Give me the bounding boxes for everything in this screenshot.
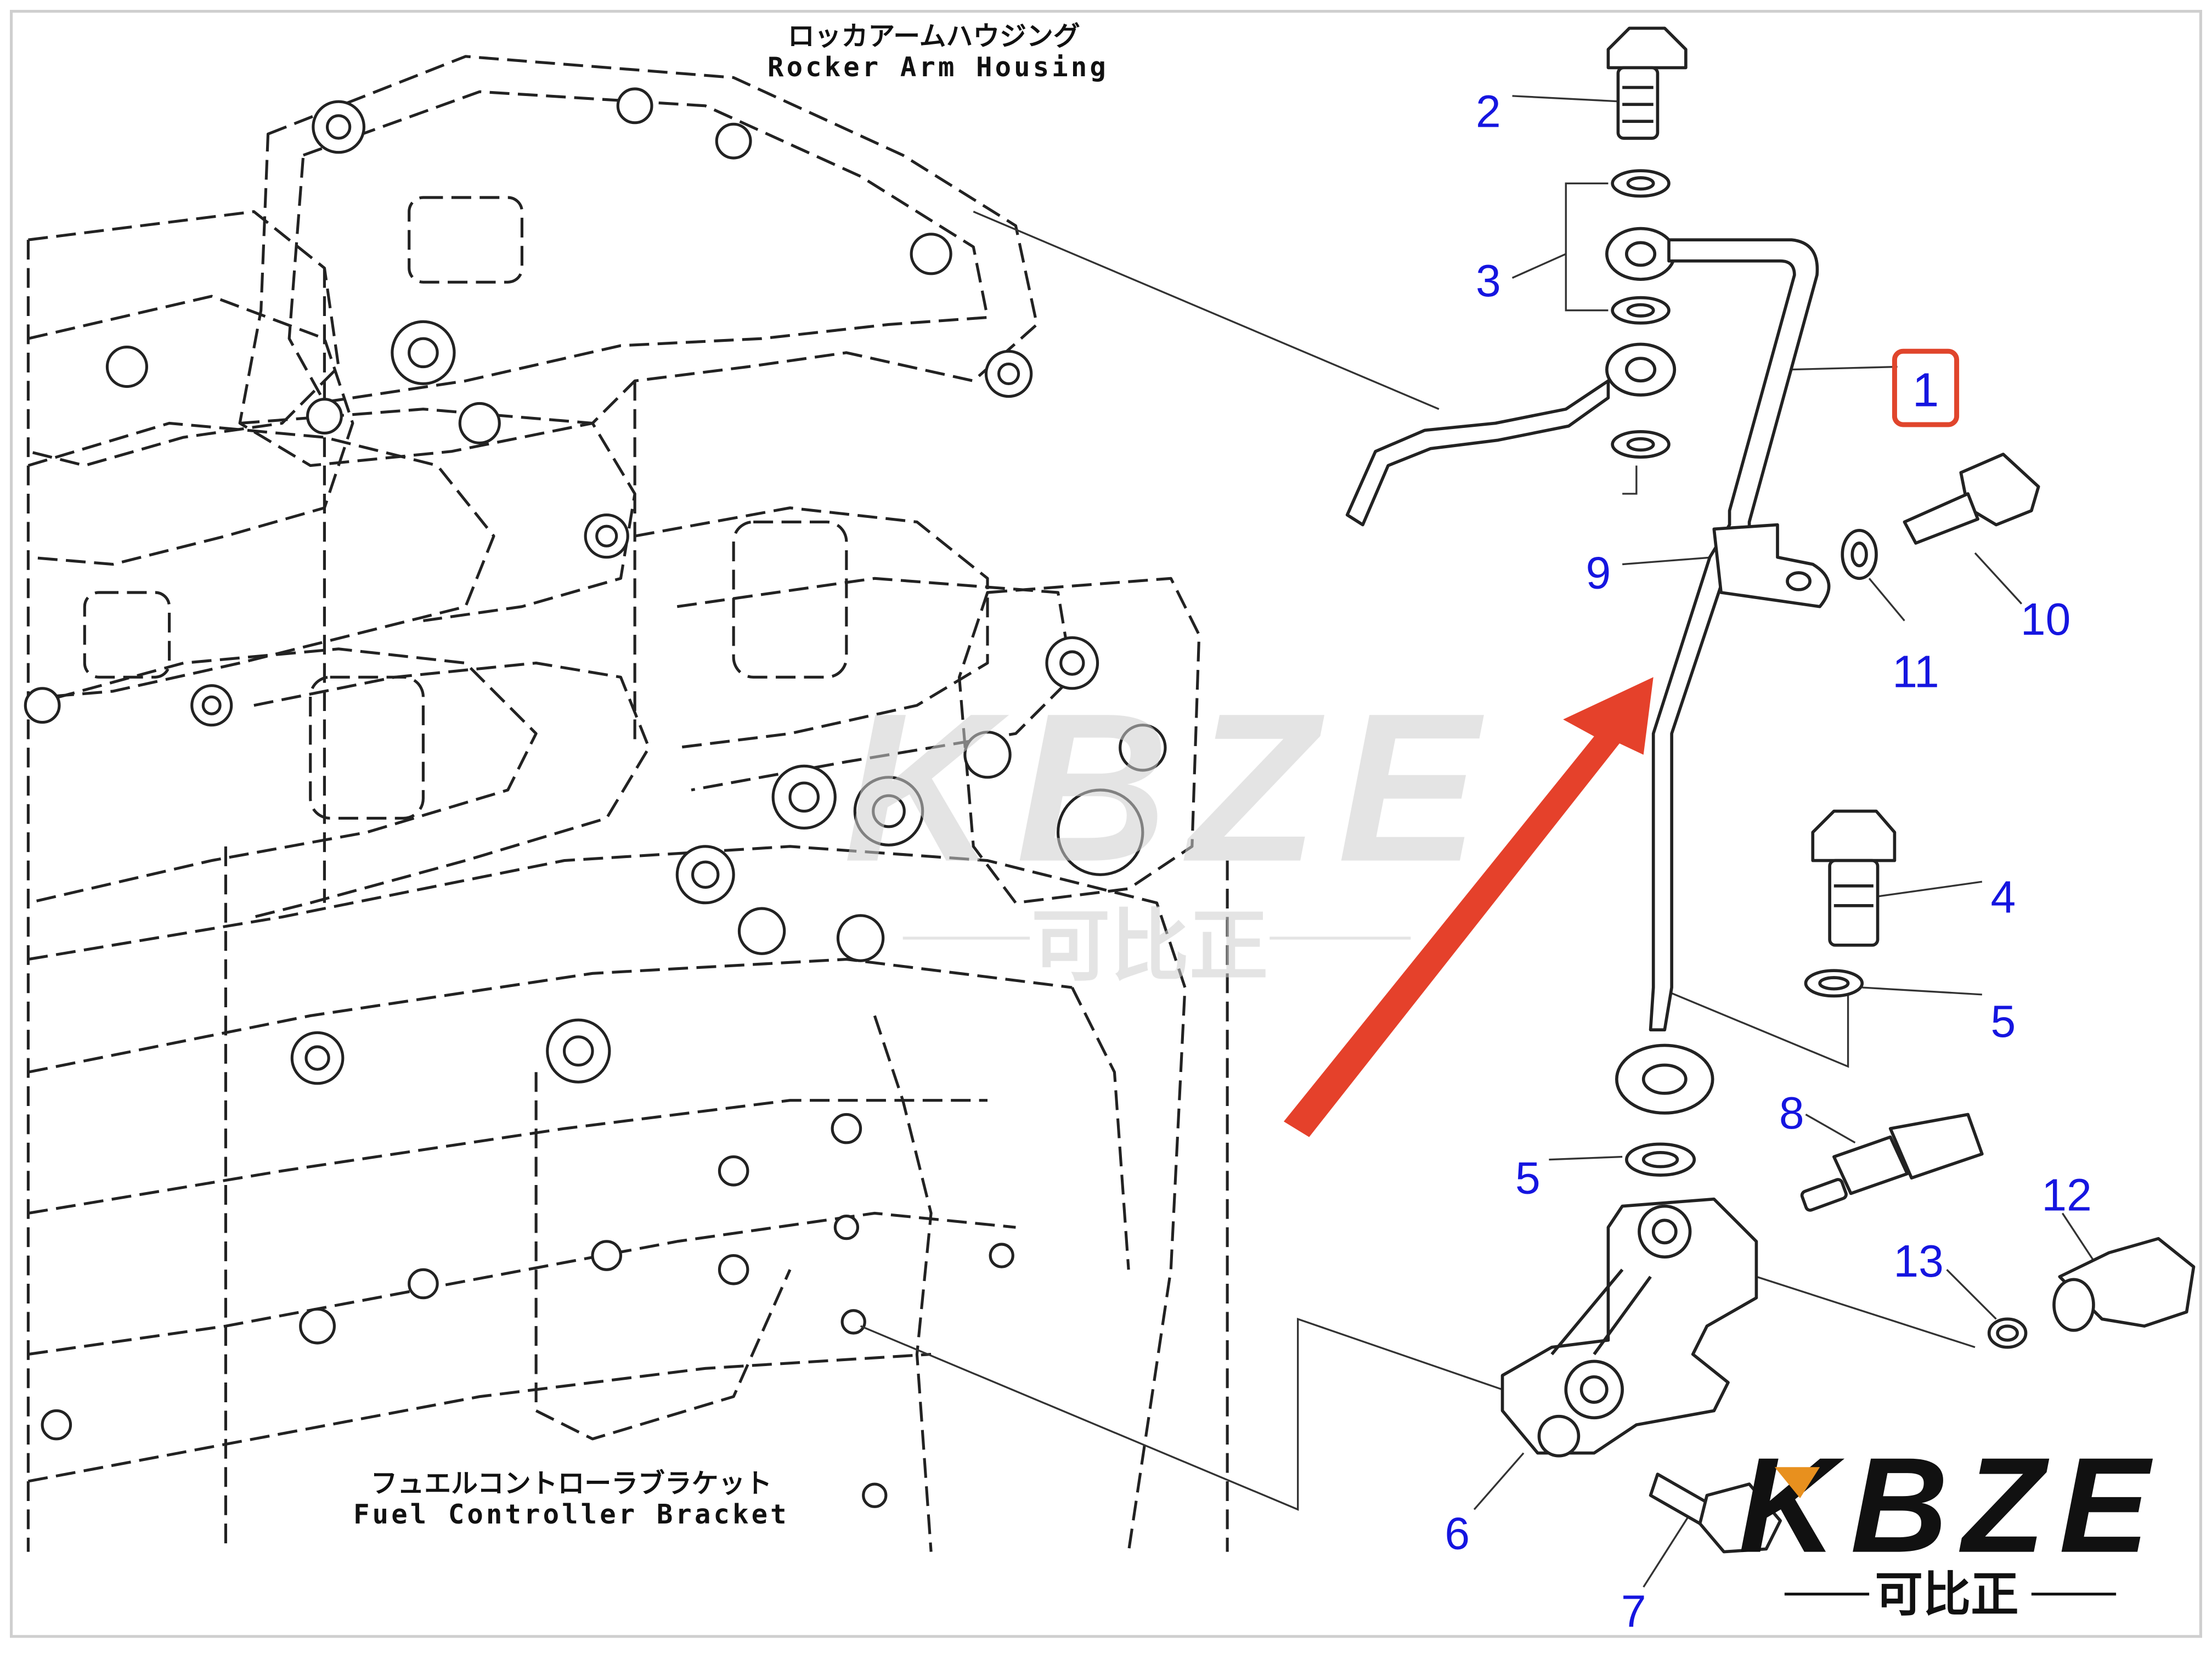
highlight-arrow (1284, 677, 1654, 1137)
callout-2[interactable]: 2 (1476, 87, 1501, 137)
part-8-sensor (1800, 1113, 1984, 1212)
engine-block-drawing (26, 55, 1229, 1552)
rocker-arm-housing-label-jp: ロッカアームハウジング (788, 20, 1080, 52)
corner-logo-brand: KBZE (1739, 1430, 2164, 1581)
part-10-bolt (1903, 453, 2040, 545)
part-1-tube (1649, 238, 1819, 1031)
callout-8[interactable]: 8 (1779, 1088, 1804, 1138)
callout-4[interactable]: 4 (1991, 873, 2016, 923)
callout-6[interactable]: 6 (1444, 1509, 1470, 1559)
part-6-block (1500, 1197, 1758, 1458)
part-12-sensor (2052, 1237, 2196, 1332)
callout-1[interactable]: 1 (1912, 363, 1939, 417)
leader-lines (860, 95, 2096, 1588)
callout-10[interactable]: 10 (2021, 595, 2071, 645)
corner-logo-sub: 可比正 (1875, 1567, 2018, 1623)
callout-13[interactable]: 13 (1893, 1237, 1944, 1286)
callout-12[interactable]: 12 (2041, 1170, 2092, 1220)
callout-11[interactable]: 11 (1892, 647, 1939, 697)
center-watermark: KBZE 可比正 (843, 669, 1498, 992)
highlight-box-part-1 (1892, 348, 1960, 427)
callout-3[interactable]: 3 (1476, 256, 1501, 306)
existing-oil-pipe (1345, 379, 1610, 527)
part-4-banjo-bolt (1811, 809, 1897, 947)
part-2-banjo-bolt (1606, 26, 1688, 140)
callout-9[interactable]: 9 (1586, 548, 1611, 598)
part-9-clamp (1712, 523, 1831, 608)
center-watermark-brand: KBZE (843, 669, 1498, 906)
callout-5-lower[interactable]: 5 (1515, 1153, 1541, 1203)
callout-7[interactable]: 7 (1621, 1587, 1646, 1637)
fuel-controller-bracket-label-en: Fuel Controller Bracket (353, 1499, 789, 1530)
parts (1345, 26, 2196, 1554)
block-bosses (24, 87, 1167, 1508)
fuel-controller-bracket-label-jp: フュエルコントローラブラケット (371, 1468, 772, 1499)
part-3-banjo-fitting-set (1605, 169, 1677, 459)
center-watermark-sub: 可比正 (1031, 900, 1268, 992)
callout-5-upper[interactable]: 5 (1991, 997, 2016, 1047)
corner-logo: KBZE 可比正 (1739, 1430, 2164, 1623)
rocker-arm-housing-label-en: Rocker Arm Housing (768, 52, 1109, 83)
part-7-bolt (1649, 1472, 1782, 1554)
callout-numbers: 1 2 3 4 5 5 6 7 8 9 10 11 12 13 (1444, 87, 2091, 1636)
